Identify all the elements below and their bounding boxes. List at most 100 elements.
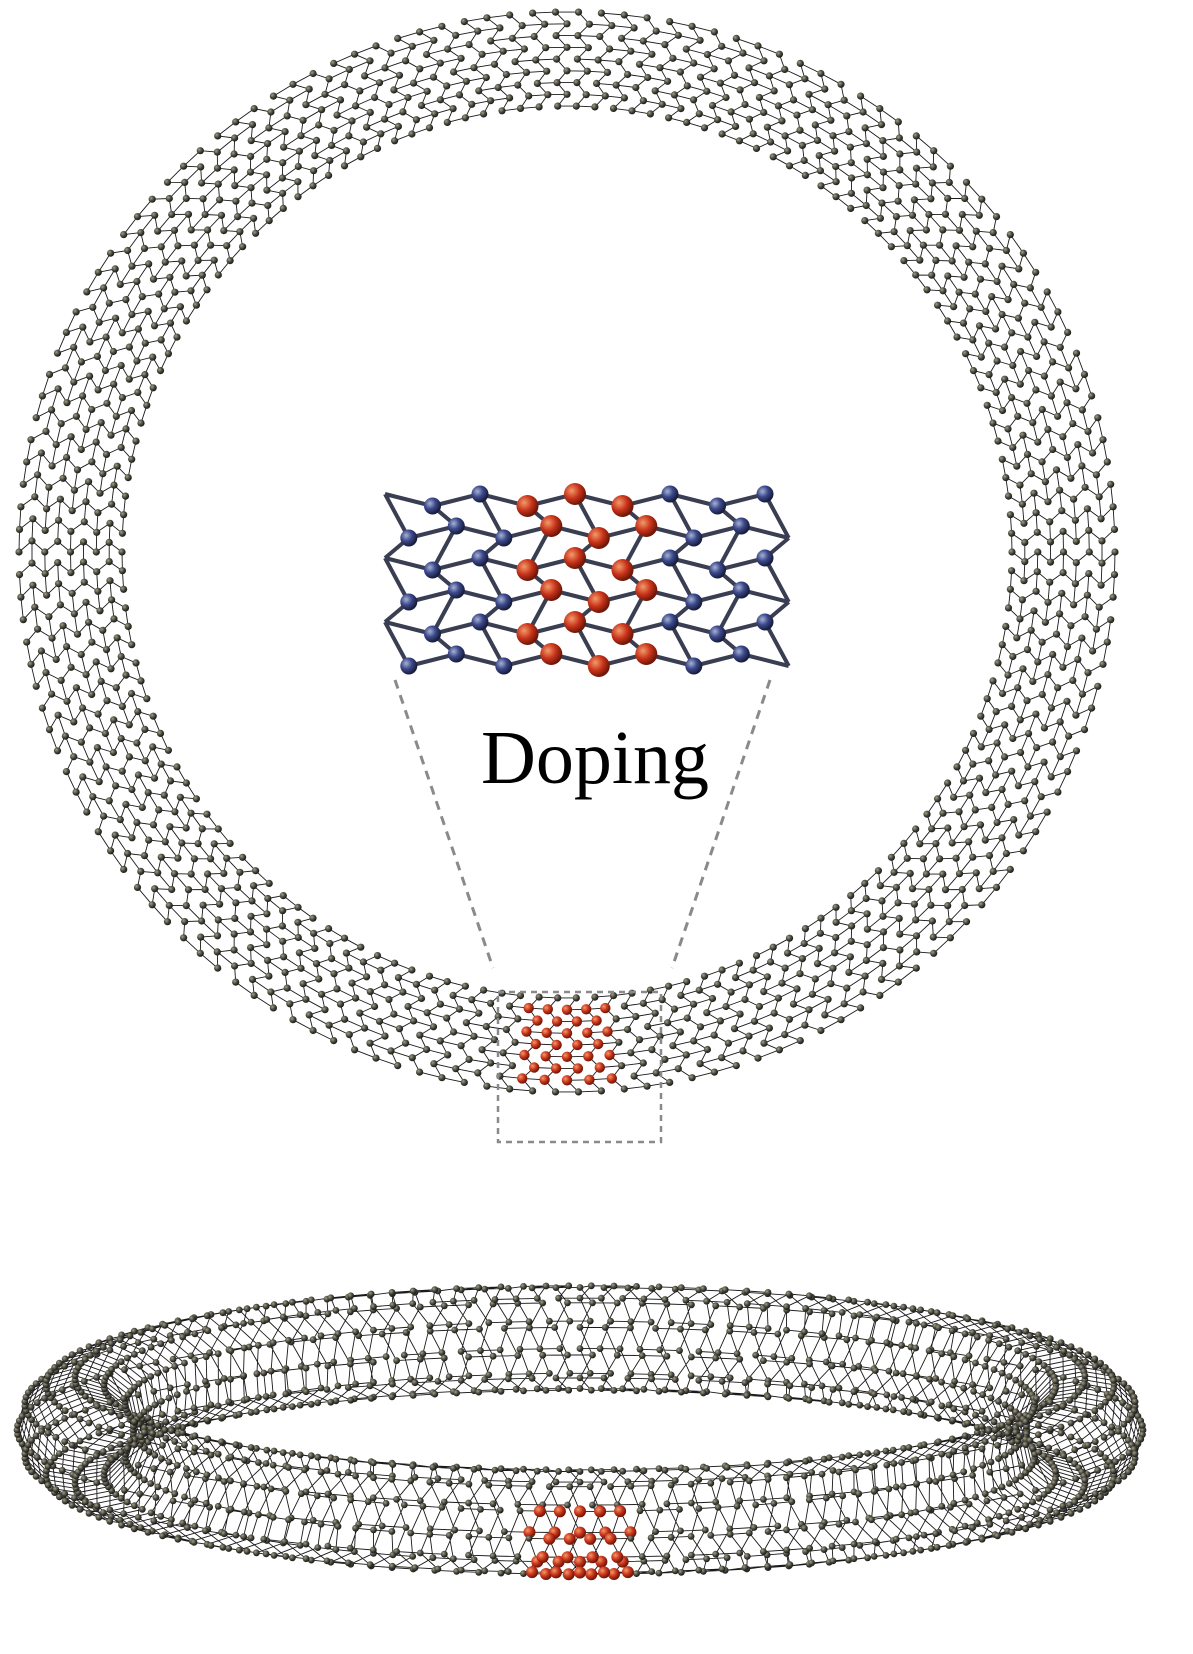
carbon-atom [961,1522,969,1530]
carbon-atom [930,147,938,155]
carbon-atom [985,244,994,252]
carbon-atom [845,1556,853,1564]
carbon-atom [1021,538,1029,547]
carbon-atom [885,1485,893,1493]
carbon-atom [83,288,91,296]
carbon-atom [721,1390,729,1398]
carbon-atom [827,116,835,124]
carbon-atom [474,27,482,35]
carbon-atom [903,854,911,862]
carbon-atom [695,1348,703,1355]
carbon-atom [1085,548,1093,556]
carbon-atom [985,757,993,765]
carbon-atom [805,1292,813,1300]
carbon-atom [262,1302,270,1310]
dopant-atom [550,1566,562,1579]
carbon-atom [76,1437,84,1445]
carbon-atom [944,194,952,202]
carbon-atom [1023,646,1032,654]
carbon-atom [165,194,173,203]
carbon-atom [677,1568,685,1576]
carbon-atom [554,994,562,1002]
carbon-atom [1006,865,1014,874]
carbon-atom [857,1004,865,1012]
carbon-atom [1013,634,1021,642]
carbon-atom [983,1355,991,1363]
carbon-atom [411,1564,419,1572]
carbon-atom [94,828,102,836]
carbon-atom [774,1522,782,1530]
carbon-atom [289,1016,297,1024]
carbon-atom [848,922,856,930]
carbon-atom [143,401,151,409]
carbon-atom [328,955,336,963]
carbon-atom [832,193,840,201]
carbon-atom [502,70,510,79]
carbon-atom [688,1074,696,1082]
carbon-atom [269,1513,277,1521]
carbon-atom [528,1374,536,1382]
carbon-atom [264,140,272,148]
carbon-atom [610,1282,618,1290]
carbon-atom [763,1301,771,1309]
carbon-atom [839,1492,847,1500]
carbon-atom [347,1292,355,1300]
carbon-atom [856,1451,864,1459]
carbon-atom [1036,1336,1044,1344]
carbon-atom [149,712,157,720]
carbon-atom [736,86,744,94]
carbon-atom [644,1022,652,1031]
carbon-atom [906,227,914,235]
carbon-atom [118,702,126,711]
carbon-atom [932,1530,940,1538]
carbon-atom [633,1387,640,1395]
carbon-atom [325,925,333,933]
carbon-atom [434,1565,442,1573]
carbon-atom [299,116,307,124]
carbon-atom [1112,1458,1119,1466]
carbon-atom [169,1497,177,1505]
carbon-atom [263,1406,271,1414]
carbon-atom [345,964,353,972]
carbon-atom [667,1371,675,1379]
carbon-atom [982,789,990,797]
carbon-atom [905,1534,913,1542]
carbon-atom [250,882,258,890]
carbon-atom [775,50,784,58]
dopant-atom [600,1002,611,1014]
carbon-atom [107,1408,115,1416]
carbon-atom [323,1467,331,1474]
carbon-atom [962,746,970,754]
carbon-atom [690,59,698,67]
carbon-atom [1063,697,1071,705]
carbon-atom [718,130,726,138]
carbon-atom [375,1017,384,1025]
carbon-atom [70,343,78,351]
carbon-atom [913,1533,920,1540]
carbon-atom [576,1324,584,1331]
carbon-atom [978,1445,986,1453]
carbon-atom [70,718,78,726]
carbon-atom [824,995,832,1003]
carbon-atom [514,81,522,89]
carbon-atom [265,217,273,225]
carbon-atom [82,498,90,506]
carbon-atom [344,1384,352,1391]
dopant-atom [604,1532,617,1545]
carbon-atom [767,958,775,966]
carbon-atom [105,797,113,805]
carbon-atom [336,1000,345,1008]
carbon-atom [250,214,258,222]
carbon-atom [116,816,124,824]
carbon-atom [491,1296,499,1303]
carbon-atom [986,1384,994,1392]
carbon-atom [857,92,865,100]
carbon-atom [722,93,730,102]
carbon-atom [393,1548,400,1555]
carbon-atom [754,42,762,50]
carbon-atom [920,1441,928,1449]
carbon-atom [372,42,380,50]
carbon-atom [1103,458,1111,466]
carbon-atom [878,199,886,207]
carbon-atom [859,108,867,116]
